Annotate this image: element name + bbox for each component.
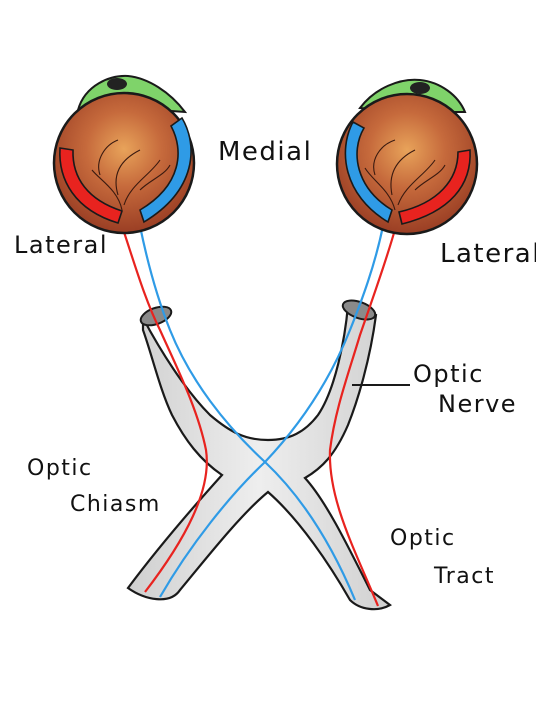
label-medial: Medial: [218, 137, 312, 167]
left-medial-fiber: [138, 225, 357, 601]
right-lateral-fiber: [328, 225, 398, 607]
label-optic-tract-2: Tract: [433, 564, 495, 589]
left-pupil: [107, 78, 127, 90]
right-retina-medial: [344, 120, 393, 224]
left-lateral-fiber: [120, 225, 208, 593]
left-retina-lateral: [59, 147, 124, 224]
right-pupil: [410, 82, 430, 94]
right-eye: [335, 78, 479, 236]
left-retinal-vessels: [91, 139, 171, 211]
label-optic-tract-1: Optic: [390, 526, 456, 551]
label-optic-chiasm-2: Chiasm: [70, 492, 161, 517]
label-lateral-right: Lateral: [440, 239, 536, 269]
left-eye: [52, 74, 196, 235]
lateral-fibers-red: [120, 225, 398, 607]
medial-fibers-blue: [138, 225, 385, 601]
right-medial-fiber: [159, 225, 385, 598]
label-optic-nerve-1: Optic: [413, 360, 484, 388]
label-optic-nerve-2: Nerve: [438, 390, 517, 418]
label-optic-chiasm-1: Optic: [27, 456, 93, 481]
right-retinal-vessels: [364, 139, 446, 211]
left-retina-medial: [139, 116, 192, 224]
right-retina-lateral: [398, 149, 471, 225]
label-lateral-left: Lateral: [14, 231, 108, 259]
left-eyeball: [52, 91, 196, 235]
